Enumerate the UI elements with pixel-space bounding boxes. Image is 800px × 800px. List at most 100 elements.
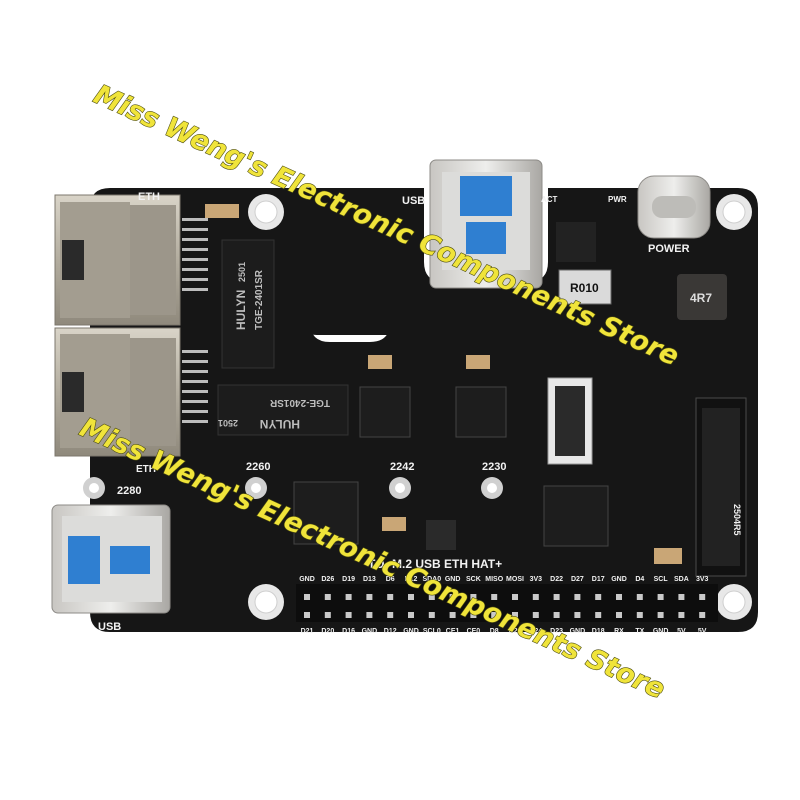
gpio-top-label-19: 3V3 bbox=[696, 576, 709, 583]
m2-2242-label: 2242 bbox=[390, 461, 414, 473]
magnetics-transformer-top: HULYN 2501 TGE-2401SR bbox=[221, 239, 275, 369]
eth-label-top: ETH bbox=[138, 191, 160, 203]
gpio-bottom-label-5: GND bbox=[403, 628, 419, 635]
gpio-top-label-11: 3V3 bbox=[530, 576, 543, 583]
smd-components: R010 4R7 bbox=[205, 204, 727, 564]
gpio-top-label-18: SDA bbox=[674, 576, 689, 583]
gpio-bottom-label-19: 5V bbox=[698, 628, 707, 635]
gpio-pin bbox=[491, 612, 498, 618]
title-prefix: TO bbox=[368, 557, 384, 571]
gpio-pin bbox=[345, 612, 352, 618]
gpio-bottom-label-7: CE1 bbox=[446, 628, 460, 635]
gpio-bottom-label-4: D12 bbox=[384, 628, 397, 635]
gpio-top-label-3: D13 bbox=[363, 576, 376, 583]
gpio-bottom-label-13: GND bbox=[570, 628, 586, 635]
gpio-bottom-label-18: 5V bbox=[677, 628, 686, 635]
gpio-pin bbox=[449, 612, 456, 618]
gpio-pin bbox=[636, 612, 643, 618]
gpio-top-label-4: D6 bbox=[386, 576, 395, 583]
gpio-pin bbox=[449, 594, 456, 600]
gpio-bottom-label-14: D18 bbox=[592, 628, 605, 635]
eth-label-bottom: ETH bbox=[136, 464, 156, 475]
gpio-top-label-2: D19 bbox=[342, 576, 355, 583]
gpio-pin bbox=[512, 594, 518, 600]
gpio-pin bbox=[408, 594, 414, 600]
gpio-pin bbox=[595, 612, 602, 618]
mounting-hole-bottom-left bbox=[248, 584, 284, 620]
gpio-bottom-label-0: D21 bbox=[301, 628, 314, 635]
board-title: M.2 USB ETH HAT+ bbox=[392, 557, 502, 571]
gpio-pin bbox=[699, 612, 706, 618]
gpio-header-body bbox=[296, 584, 718, 622]
gpio-bottom-label-3: GND bbox=[362, 628, 378, 635]
gpio-pin bbox=[304, 594, 310, 600]
gpio-bottom-label-16: TX bbox=[635, 628, 644, 635]
power-label: POWER bbox=[648, 243, 690, 255]
usb-label-top: USB bbox=[402, 195, 425, 207]
gpio-top-label-8: SCK bbox=[466, 576, 481, 583]
gpio-pin bbox=[616, 612, 622, 618]
gpio-top-label-10: MOSI bbox=[506, 576, 524, 583]
gpio-bottom-label-6: SCL0 bbox=[423, 628, 441, 635]
gpio-pin bbox=[574, 612, 581, 618]
pcb-board bbox=[108, 188, 420, 335]
mounting-hole-top-right bbox=[716, 194, 752, 230]
gpio-top-label-9: MISO bbox=[485, 576, 503, 583]
gpio-pin bbox=[553, 612, 560, 618]
gpio-top-label-15: GND bbox=[611, 576, 627, 583]
gpio-bottom-label-11: D24 bbox=[529, 628, 542, 635]
magnetics-transformer-middle: TGE-2401SR HULYN 2501 bbox=[217, 384, 349, 436]
gpio-pin bbox=[408, 612, 414, 618]
m2-2260-label: 2260 bbox=[246, 461, 270, 473]
gpio-pin bbox=[470, 612, 477, 618]
usb-a-port-bottom bbox=[51, 504, 171, 614]
rj45-jack-top bbox=[54, 194, 181, 326]
gpio-bottom-label-1: D20 bbox=[321, 628, 334, 635]
magnetics-mid-code: 2501 bbox=[218, 418, 238, 428]
mounting-hole-top-left bbox=[248, 194, 284, 230]
gpio-pin bbox=[553, 594, 560, 600]
magnetics-top-code: 2501 bbox=[237, 262, 247, 282]
gpio-top-label-12: D22 bbox=[550, 576, 563, 583]
gpio-bottom-label-2: D16 bbox=[342, 628, 355, 635]
gpio-top-label-0: GND bbox=[299, 576, 315, 583]
gpio-pin bbox=[387, 612, 394, 618]
gpio-pin bbox=[324, 612, 331, 618]
m2-standoffs bbox=[83, 477, 503, 499]
gpio-pin bbox=[678, 594, 685, 600]
m2-slot-label: 2504R5 bbox=[732, 504, 742, 536]
magnetics-top-part: TGE-2401SR bbox=[254, 269, 265, 330]
gpio-pin bbox=[428, 594, 435, 600]
gpio-top-label-1: D26 bbox=[321, 576, 334, 583]
mounting-hole-bottom-right bbox=[716, 584, 752, 620]
gpio-pin bbox=[387, 594, 394, 600]
gpio-header bbox=[296, 584, 718, 622]
gpio-pin bbox=[366, 612, 373, 618]
magnetics-top-brand: HULYN bbox=[234, 290, 248, 330]
gpio-pin bbox=[574, 594, 581, 600]
gpio-pin bbox=[470, 594, 477, 600]
usb-a-port-top bbox=[429, 159, 543, 289]
gpio-top-label-17: SCL bbox=[654, 576, 669, 583]
gpio-pin bbox=[512, 612, 518, 618]
rj45-jack-bottom bbox=[54, 327, 181, 457]
gpio-bottom-label-10: D25 bbox=[509, 628, 522, 635]
gpio-pin bbox=[491, 594, 498, 600]
inductor-label: 4R7 bbox=[690, 291, 712, 305]
gpio-pin bbox=[345, 594, 352, 600]
gpio-pin bbox=[595, 594, 602, 600]
gpio-pin bbox=[366, 594, 373, 600]
gpio-pin bbox=[699, 594, 706, 600]
gpio-bottom-label-9: D8 bbox=[490, 628, 499, 635]
gpio-pin bbox=[657, 612, 664, 618]
gpio-pin bbox=[636, 594, 643, 600]
gpio-top-label-6: SDA0 bbox=[422, 576, 441, 583]
usb-label-bottom: USB bbox=[98, 621, 121, 633]
m2-slot: 2504R5 bbox=[695, 397, 747, 577]
magnetics-mid-brand: HULYN bbox=[260, 417, 300, 431]
gpio-pin bbox=[532, 594, 539, 600]
gpio-pin bbox=[678, 612, 685, 618]
